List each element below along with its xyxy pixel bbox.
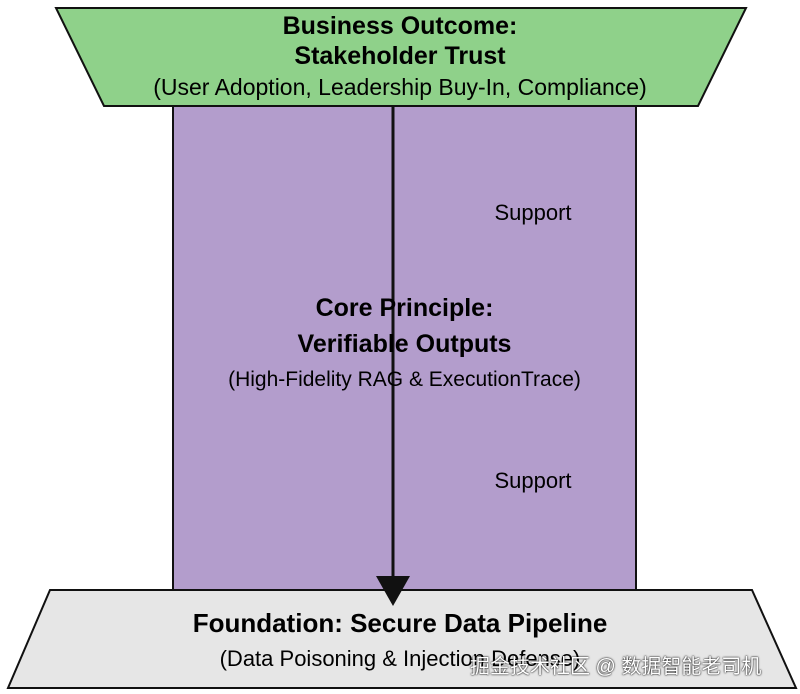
business-outcome-title-line1: Business Outcome: bbox=[282, 12, 518, 40]
business-outcome-subtitle: (User Adoption, Leadership Buy-In, Compl… bbox=[153, 74, 647, 100]
foundation-title: Foundation: Secure Data Pipeline bbox=[192, 608, 608, 638]
core-principle-title-line1: Core Principle: bbox=[315, 294, 494, 322]
support-label-lower: Support bbox=[494, 468, 572, 493]
business-outcome-title-line2: Stakeholder Trust bbox=[294, 42, 506, 70]
business-outcome-trapezoid bbox=[54, 7, 748, 107]
watermark-text: 掘金技术社区 @ 数据智能老司机 bbox=[470, 656, 762, 678]
core-principle-pillar bbox=[172, 99, 637, 593]
foundation-trapezoid bbox=[6, 589, 798, 689]
support-label-upper: Support bbox=[494, 200, 572, 225]
core-principle-title-line2: Verifiable Outputs bbox=[297, 330, 512, 358]
support-arrow-head bbox=[376, 576, 410, 606]
foundation-subtitle: (Data Poisoning & Injection Defense) bbox=[219, 646, 581, 671]
core-principle-subtitle: (High-Fidelity RAG & ExecutionTrace) bbox=[228, 368, 581, 391]
